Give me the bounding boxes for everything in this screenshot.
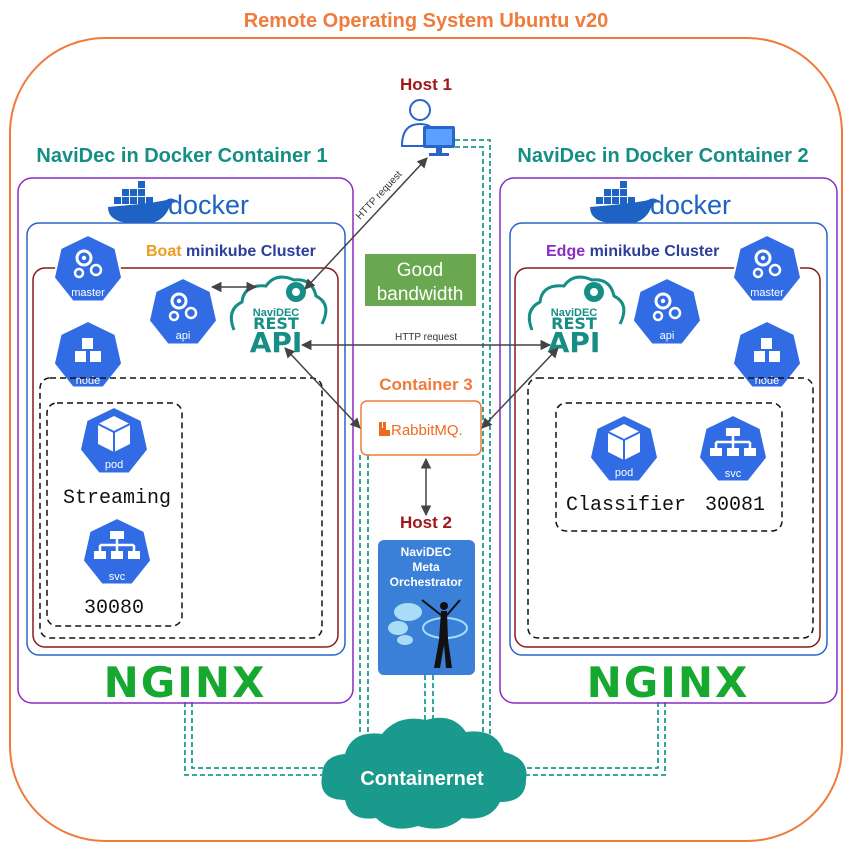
orchestrator-figure-icon xyxy=(388,599,468,668)
container1-node-box xyxy=(32,267,339,648)
container2-label: NaviDec in Docker Container 2 xyxy=(517,145,808,167)
container1-namespace-box xyxy=(39,377,323,639)
container3-box xyxy=(360,400,482,456)
container2-node-box xyxy=(514,267,821,648)
rest-api-logo-1: NaviDEC REST API xyxy=(229,275,328,359)
svg-text:node: node xyxy=(76,375,100,387)
svg-text:node: node xyxy=(755,375,779,387)
svg-text:pod: pod xyxy=(105,459,123,471)
container2-cluster-box xyxy=(509,222,828,656)
nginx-logo-1: NGINX xyxy=(104,658,267,707)
good-bandwidth-line1: Good xyxy=(397,260,443,281)
pod-name-classifier: Classifier xyxy=(566,494,686,517)
svg-text:pod: pod xyxy=(615,467,633,479)
master-icon: master xyxy=(731,234,803,303)
rest-api-logo-2: NaviDEC REST API xyxy=(527,275,626,359)
svg-text:REST: REST xyxy=(253,314,299,333)
svg-text:NaviDEC: NaviDEC xyxy=(551,307,598,319)
pod-icon: pod xyxy=(78,406,150,475)
host1-label: Host 1 xyxy=(400,75,452,94)
rabbitmq-icon xyxy=(379,422,390,436)
orchestrator-line3: Orchestrator xyxy=(390,575,463,589)
connection-arrows xyxy=(210,157,559,517)
container1-box xyxy=(17,177,354,704)
container2-docker-label: docker xyxy=(650,190,731,220)
svg-text:api: api xyxy=(176,330,191,342)
good-bandwidth-line2: bandwidth xyxy=(377,284,464,305)
svc-port-30080: 30080 xyxy=(84,597,144,620)
svg-text:svc: svc xyxy=(725,468,742,480)
os-title: Remote Operating System Ubuntu v20 xyxy=(244,10,609,32)
container1-app-box xyxy=(46,402,183,627)
svg-text:API: API xyxy=(548,326,601,359)
svg-text:master: master xyxy=(71,287,105,299)
svg-text:api: api xyxy=(660,330,675,342)
container2-cluster-label: Edge minikube Cluster xyxy=(546,243,719,260)
container3-label: Container 3 xyxy=(379,375,473,394)
orchestrator-line2: Meta xyxy=(412,560,440,574)
container2-box xyxy=(499,177,838,704)
api-icon: api xyxy=(631,277,703,346)
os-border xyxy=(9,37,843,842)
api-icon: api xyxy=(147,277,219,346)
svc-port-30081: 30081 xyxy=(705,494,765,517)
container2-namespace-box xyxy=(527,377,814,639)
svc-icon: svc xyxy=(81,517,153,586)
pod-name-streaming: Streaming xyxy=(63,487,171,510)
rabbitmq-label: RabbitMQ. xyxy=(391,422,463,439)
orchestrator-line1: NaviDEC xyxy=(401,545,452,559)
pod-icon: pod xyxy=(588,414,660,483)
container1-cluster-label: Boat minikube Cluster xyxy=(146,243,316,260)
container1-cluster-box xyxy=(26,222,346,656)
svg-text:API: API xyxy=(250,326,303,359)
container2-app-box xyxy=(555,402,783,532)
containernet-cloud xyxy=(321,717,527,829)
host1-user-computer-icon xyxy=(400,99,455,156)
svg-text:NaviDEC: NaviDEC xyxy=(253,307,300,319)
container1-docker-label: docker xyxy=(168,190,249,220)
svc-icon: svc xyxy=(697,414,769,483)
svg-text:master: master xyxy=(750,287,784,299)
svg-text:REST: REST xyxy=(551,314,597,333)
master-icon: master xyxy=(52,234,124,303)
http-request-label-1: HTTP request xyxy=(354,169,405,222)
host2-label: Host 2 xyxy=(400,513,452,532)
svg-text:svc: svc xyxy=(109,571,126,583)
http-request-label-2: HTTP request xyxy=(395,332,457,343)
containernet-label: Containernet xyxy=(360,768,484,790)
container1-label: NaviDec in Docker Container 1 xyxy=(36,145,327,167)
nginx-logo-2: NGINX xyxy=(587,658,750,707)
